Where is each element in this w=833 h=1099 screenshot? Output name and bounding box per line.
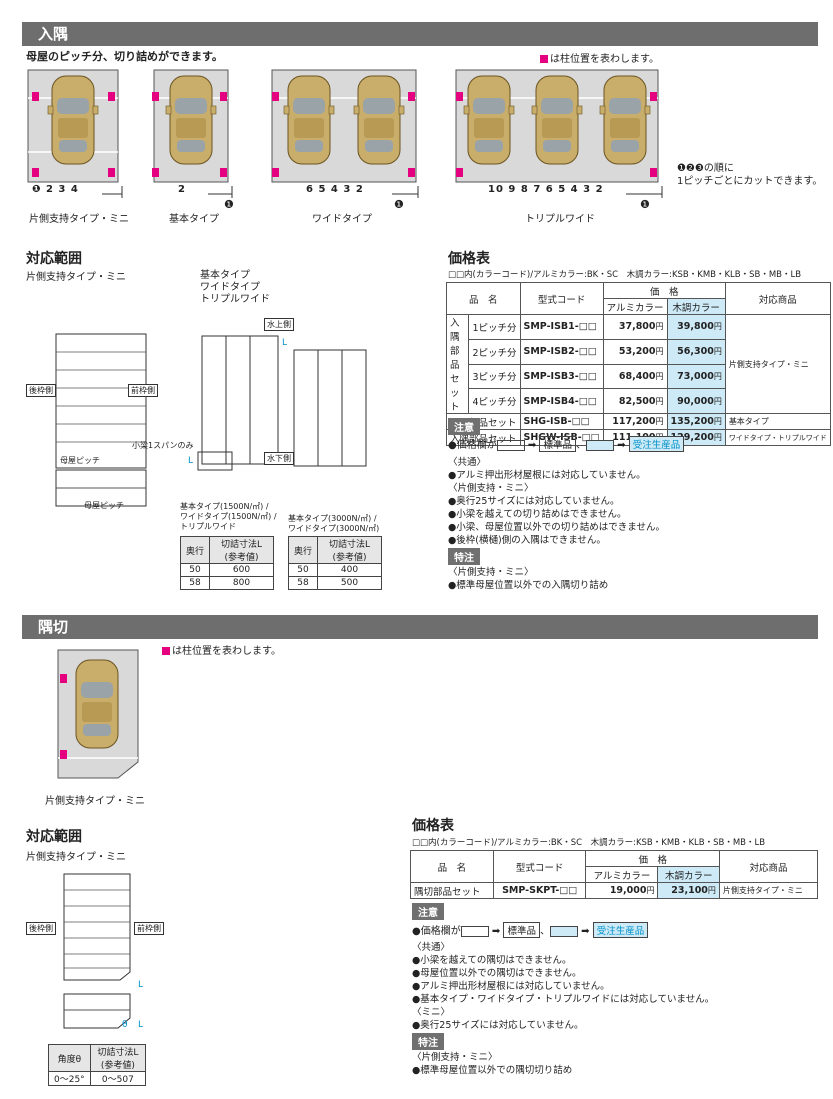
notice-tag-1: 注意 [448,418,480,435]
caption-basic: 基本タイプ [169,214,219,225]
range-drawings-1 [55,333,367,507]
spec1-heading: 基本タイプ(1500N/㎡) /ワイドタイプ(1500N/㎡) /トリプルワイド [180,502,277,531]
diagram1-pitch-numbers: ❶ 2 3 4 [32,184,79,195]
table-row: 入隅部品セット 1ピッチ分 SMP-ISB1-□□ 37,800円 39,800… [445,314,831,414]
diagram4-pitch-numbers: 10 9 8 7 6 5 4 3 2 [488,184,604,195]
label-upper-side: 水上側 [264,318,294,331]
range-title-1: 対応範囲 [26,251,82,267]
label-back-side-2: 後枠側 [26,922,56,935]
color-note-1: □□内(カラーコード)/アルミカラー:BK・SC 木調カラー:KSB・KMB・K… [448,270,802,280]
price-legend-1: ●価格欄が ➡ 標準品、 ➡ 受注生産品 [448,436,685,452]
diagram2-pitch-number: 2 [178,184,185,195]
label-pitch-1: 母屋ピッチ [60,456,100,465]
diagram3-one-marker: ❶ [394,198,404,211]
caption-mini: 片側支持タイプ・ミニ [29,214,129,225]
range-drawing-2 [63,873,131,1029]
pillar-marker-icon [540,55,548,63]
special-2: 〈片側支持・ミニ〉●標準母屋位置以外での隅切切り詰め [412,1052,573,1076]
pillar-marker-icon [162,647,170,655]
notes-1: 〈共通〉●アルミ押出形材屋根には対応していません。〈片側支持・ミニ〉 ●奥行25… [448,457,666,546]
irisumi-subtitle: 母屋のピッチ分、切り詰めができます。 [26,50,223,63]
special-1: 〈片側支持・ミニ〉●標準母屋位置以外での入隅切り詰め [448,567,609,591]
table-row: 2ピッチ分 SMP-ISB2-□□ 53,200円 56,300円 [447,338,831,365]
table-row: 隅切部品セット SMP-SKPT-□□ 19,000円 23,100円 片側支持… [410,882,819,899]
price-title-1: 価格表 [448,251,490,267]
range-sub-1: 片側支持タイプ・ミニ [26,272,126,283]
sumikiri-diagram [57,649,139,779]
range-types-list: 基本タイプワイドタイプトリプルワイド [200,270,270,305]
label-L-1: L [282,338,288,348]
irisumi-diagrams [27,69,663,198]
sumikiri-caption: 片側支持タイプ・ミニ [45,796,145,807]
range-title-2: 対応範囲 [26,829,82,845]
range-sub-2: 片側支持タイプ・ミニ [26,852,126,863]
color-note-2: □□内(カラーコード)/アルミカラー:BK・SC 木調カラー:KSB・KMB・K… [412,838,766,848]
table-row: 3ピッチ分 SMP-ISB3-□□ 68,400円 73,000円 [447,363,831,390]
label-theta: θ [122,1020,128,1030]
notes-2: 〈共通〉●小梁を越えての隅切はできません。●母屋位置以外での隅切はできません。 … [412,942,715,1031]
caption-triple: トリプルワイド [525,214,595,225]
label-L-3: L [138,980,144,990]
section-title-sumikiri: 隅切 [22,615,818,639]
label-front-side-2: 前枠側 [134,922,164,935]
special-tag-2: 特注 [412,1033,444,1050]
label-beam-span: 小梁1スパンのみ [132,441,194,450]
price-table-2: 品 名 型式コード 価 格 対応商品 アルミカラー木調カラー 隅切部品セット S… [410,850,819,899]
price-title-2: 価格表 [412,818,454,834]
label-L-2: L [188,456,194,466]
label-lower-side: 水下側 [264,452,294,465]
diagram3-pitch-numbers: 6 5 4 3 2 [306,184,364,195]
price-table-1: 品 名 型式コード 価 格 対応商品 アルミカラー木調カラー 入隅部品セット 1… [445,282,831,446]
sumikiri-legend: は柱位置を表わします。 [162,642,281,657]
label-pitch-2: 母屋ピッチ [84,501,124,510]
irisumi-legend: は柱位置を表わします。 [540,50,659,65]
label-back-side-1: 後枠側 [26,384,56,397]
caption-wide: ワイドタイプ [312,214,372,225]
table-row: 入隅部品セット SHG-ISB-□□ 117,200円 135,200円 基本タ… [446,413,831,430]
diagram2-one-marker: ❶ [224,198,234,211]
section-title-irisumi: 入隅 [22,22,818,46]
special-tag-1: 特注 [448,548,480,565]
label-L-4: L [138,1020,144,1030]
spec2-heading: 基本タイプ(3000N/㎡) /ワイドタイプ(3000N/㎡) [288,514,380,533]
notice-tag-2: 注意 [412,903,444,920]
price-legend-2: ●価格欄が ➡ 標準品、 ➡ 受注生産品 [412,922,649,938]
diagram4-one-marker: ❶ [640,198,650,211]
label-front-side-1: 前枠側 [128,384,158,397]
